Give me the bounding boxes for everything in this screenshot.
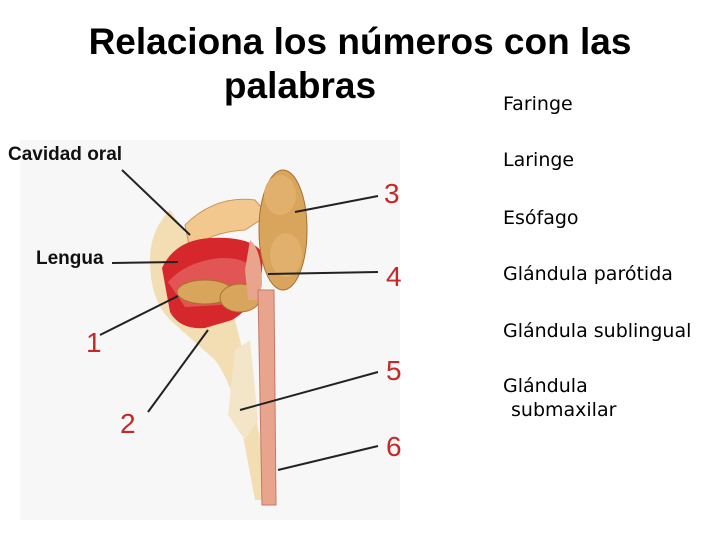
title-line-1: Relaciona los números con las bbox=[0, 20, 720, 64]
word-laringe: Laringe bbox=[503, 148, 574, 172]
number-1: 1 bbox=[86, 327, 102, 358]
parotid-lobe-2 bbox=[270, 233, 302, 277]
pointer-tongue bbox=[112, 262, 178, 263]
parotid-lobe bbox=[264, 175, 296, 215]
digestive-diagram: Cavidad oral Lengua 1 2 3 4 5 6 bbox=[0, 120, 420, 540]
number-3: 3 bbox=[384, 178, 400, 209]
page-title: Relaciona los números con las palabras bbox=[0, 20, 720, 108]
word-glandula: Glándula bbox=[503, 374, 588, 398]
number-5: 5 bbox=[386, 355, 402, 386]
word-faringe: Faringe bbox=[503, 92, 573, 116]
title-line-2: palabras bbox=[224, 64, 376, 108]
number-6: 6 bbox=[386, 431, 402, 462]
word-esofago: Esófago bbox=[503, 206, 579, 230]
label-lengua: Lengua bbox=[36, 248, 104, 269]
number-2: 2 bbox=[120, 408, 136, 439]
label-cavidad-oral: Cavidad oral bbox=[8, 144, 122, 165]
word-submaxilar: submaxilar bbox=[511, 398, 616, 422]
number-4: 4 bbox=[386, 261, 402, 292]
word-glandula-sublingual: Glándula sublingual bbox=[503, 319, 691, 343]
word-glandula-parotida: Glándula parótida bbox=[503, 262, 673, 286]
